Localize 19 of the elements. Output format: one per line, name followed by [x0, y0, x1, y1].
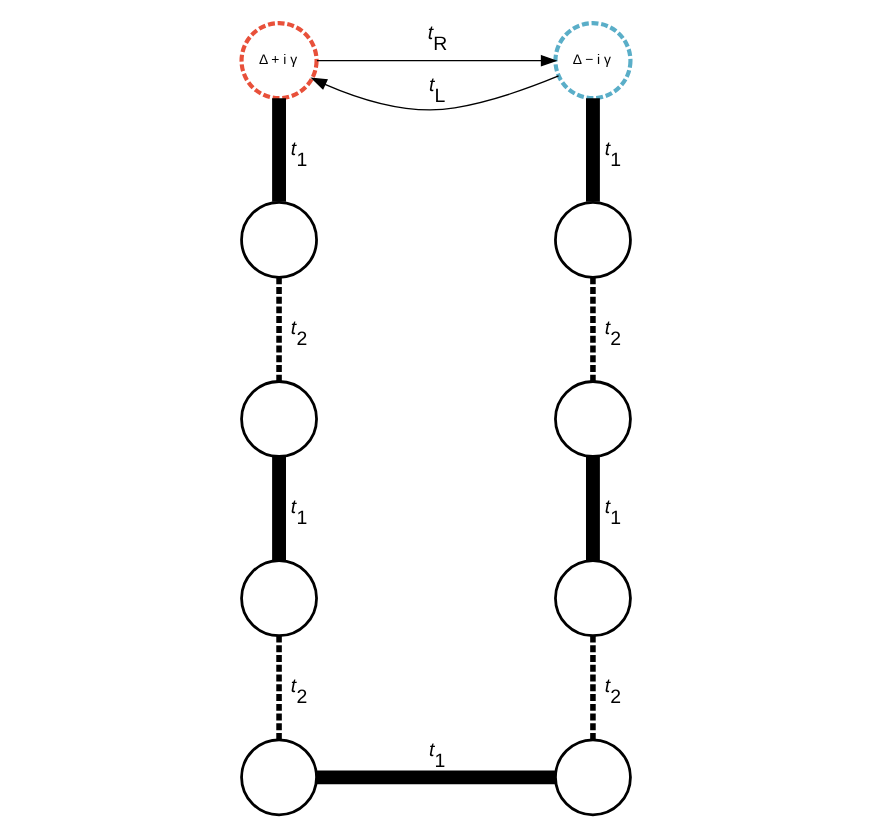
arrow: [316, 54, 558, 67]
node-circle: [240, 559, 318, 638]
node-circle: [240, 380, 318, 458]
connector: [272, 456, 286, 561]
node-circle: [554, 200, 632, 279]
connector: [590, 277, 596, 381]
arrow: [310, 75, 560, 111]
node-circle: [554, 738, 632, 817]
connector: [276, 635, 282, 740]
connector: [272, 98, 286, 202]
connector: [276, 277, 282, 381]
connector: [586, 456, 600, 561]
node-circle: [240, 738, 318, 817]
connector: [316, 770, 556, 785]
node-circle: [554, 380, 632, 458]
node-circle: [240, 200, 318, 279]
node-circle: [554, 559, 632, 638]
connector: [586, 98, 600, 202]
connector: [590, 635, 596, 740]
